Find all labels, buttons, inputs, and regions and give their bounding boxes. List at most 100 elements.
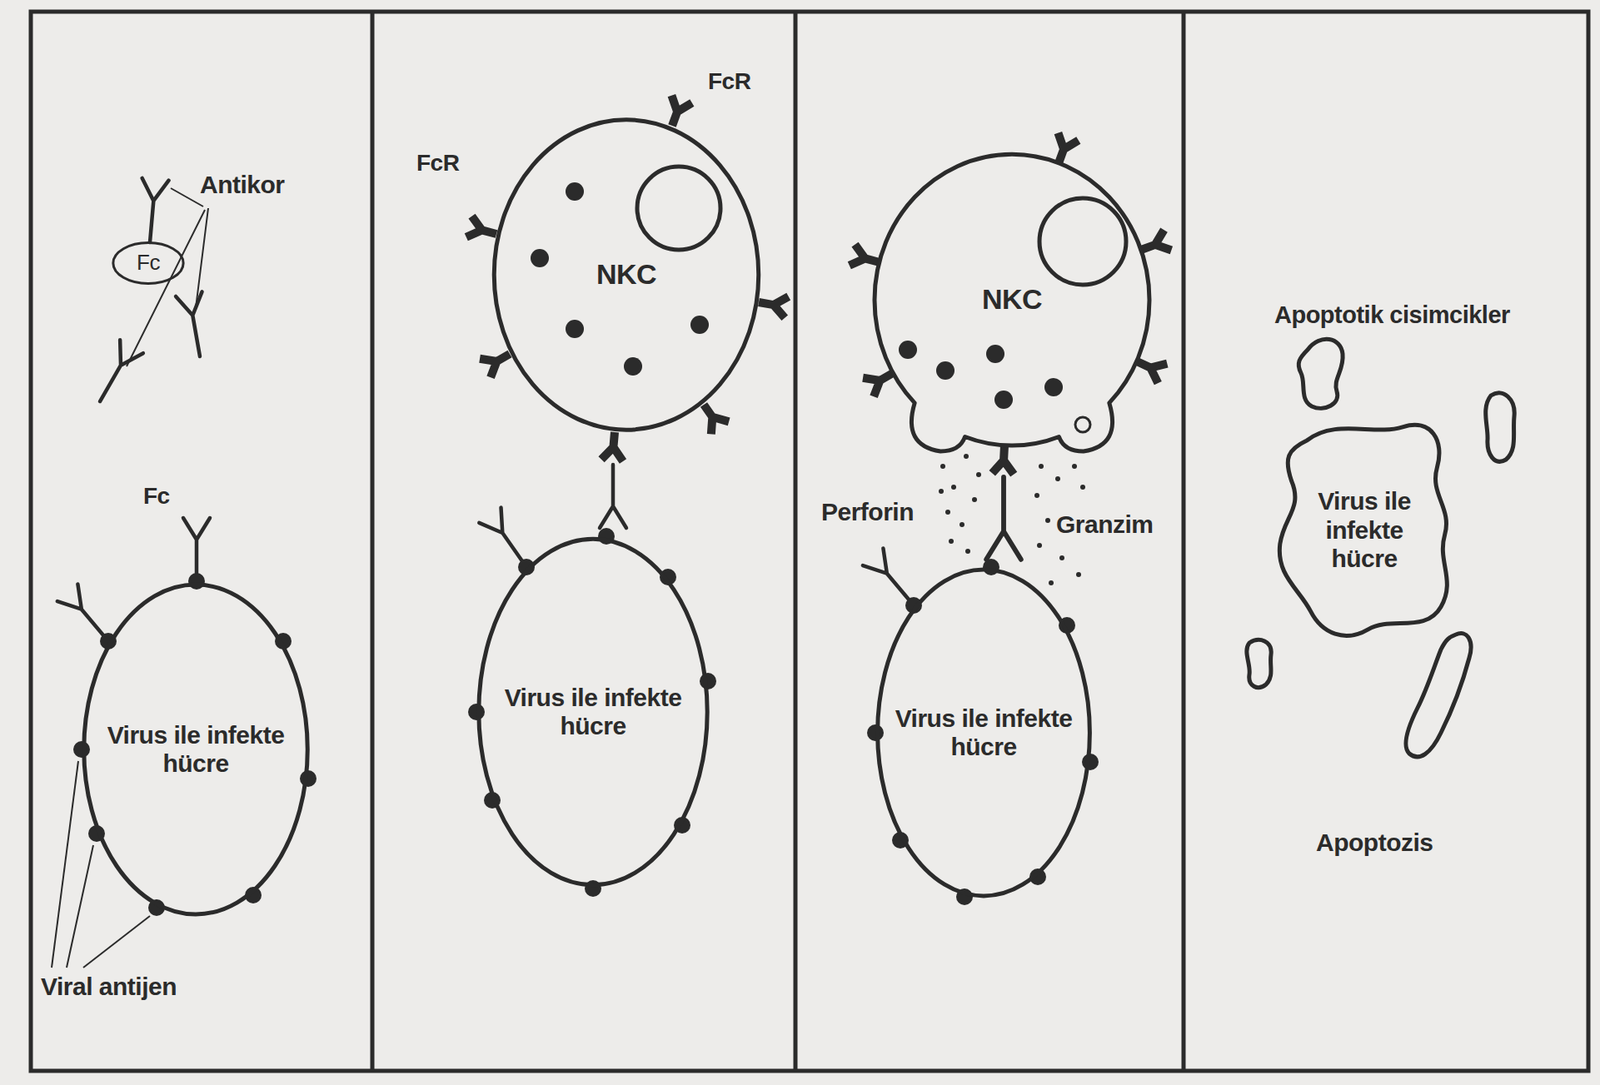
granule	[565, 319, 584, 339]
leader-line	[83, 916, 150, 968]
granule	[565, 182, 584, 201]
spray-dot	[1034, 493, 1040, 499]
viral-antigen	[73, 741, 90, 758]
spray-dot	[1048, 580, 1054, 586]
spray-dot	[948, 538, 954, 544]
spray-dot	[1076, 572, 1082, 578]
apoptotic-bodies-label: Apoptotik cisimcikler	[1274, 301, 1511, 329]
granule	[690, 315, 709, 334]
nk-cell: NKC	[874, 154, 1150, 446]
apoptotic-body	[1246, 639, 1272, 688]
spray-dot	[1036, 543, 1042, 549]
node-text: Virus ile infekte hücre	[91, 721, 300, 779]
spray-dot	[940, 463, 946, 469]
panel-divider	[370, 11, 375, 1072]
outline-path	[493, 119, 759, 430]
fc-receptor	[601, 431, 626, 462]
granule	[530, 249, 549, 268]
granules	[898, 340, 1091, 433]
outline-path	[478, 538, 708, 886]
granule	[1075, 417, 1091, 433]
spray-dot	[1045, 518, 1051, 524]
granzyme-label: Granzim	[1056, 510, 1154, 540]
infected-cell: Virus ile infekte hücre	[875, 566, 1092, 900]
spray-dot	[971, 497, 977, 503]
node-text: Virus ile infekte hücre	[885, 704, 1082, 763]
viral-antigen	[867, 724, 884, 742]
granule	[898, 340, 918, 359]
spray-dot	[1055, 476, 1061, 482]
outline-path	[113, 243, 184, 285]
spray-dot	[945, 509, 951, 515]
leader-line	[170, 188, 204, 207]
antibody-label: Antikor	[199, 170, 285, 200]
viral-antigen	[188, 573, 205, 590]
granule	[936, 361, 955, 380]
antibody	[136, 178, 170, 244]
outline-path	[874, 154, 1150, 452]
node-text: Virus ile infekte hücre	[1305, 487, 1423, 574]
granule	[623, 357, 643, 376]
apoptotic-cell: Virus ile infekte hücre	[1268, 418, 1461, 643]
panel-divider	[793, 11, 798, 1072]
viral-antigen	[468, 703, 485, 721]
antigen-label: Viral antijen	[40, 972, 177, 1002]
leader-line	[66, 845, 94, 968]
granules	[530, 182, 709, 376]
leader-line	[126, 209, 205, 367]
leader-line	[51, 761, 79, 968]
panel-divider	[1181, 11, 1187, 1072]
spray-dot	[959, 522, 965, 528]
fc-region: Fc	[112, 242, 185, 285]
node-text: NKC	[981, 283, 1042, 316]
spray-dot	[976, 472, 982, 478]
fc-label: Fc	[143, 483, 170, 510]
granule	[994, 390, 1013, 409]
outline-path	[84, 584, 309, 915]
spray-dot	[938, 488, 944, 494]
antibody	[57, 583, 119, 650]
apoptotic-body	[1485, 393, 1515, 462]
node-text: NKC	[596, 258, 657, 291]
apoptotic-body	[1298, 338, 1343, 409]
nk-cell: NKC	[491, 116, 762, 434]
spray-dot	[963, 453, 969, 459]
spray-dot	[1059, 555, 1065, 561]
antibody	[599, 464, 627, 529]
granule	[1044, 378, 1063, 397]
node-text: Virus ile infekte hücre	[488, 683, 698, 742]
fc-receptor	[991, 444, 1016, 474]
apoptotic-body	[1405, 633, 1471, 758]
viral-antigens	[73, 573, 317, 917]
viral-antigens	[867, 558, 1099, 906]
nucleus	[637, 166, 721, 250]
viral-antigens	[468, 528, 717, 898]
outline-path	[1279, 424, 1447, 636]
node-text: Fc	[136, 250, 160, 276]
panel-frame	[30, 11, 1589, 1072]
spray-dot	[1038, 463, 1044, 469]
granule	[986, 344, 1005, 364]
antibody	[478, 508, 538, 576]
infected-cell: Virus ile infekte hücre	[81, 581, 310, 918]
receptor-label: FcR	[416, 149, 459, 177]
nucleus	[1039, 198, 1127, 285]
spray-dot	[965, 548, 971, 554]
spray-dot	[1080, 484, 1086, 490]
fc-receptor	[757, 291, 789, 319]
fc-receptor	[466, 216, 500, 245]
receptor-label: FcR	[707, 68, 751, 95]
antibody	[986, 477, 1022, 560]
antibody	[175, 291, 214, 359]
spray-dot	[951, 484, 957, 490]
apoptosis-label: Apoptozis	[1315, 828, 1433, 858]
apoptotic-bodies	[1246, 338, 1515, 758]
antibody	[862, 548, 924, 614]
perforin-label: Perforin	[821, 498, 914, 528]
spray-dot	[1071, 463, 1077, 469]
outline-path	[877, 569, 1091, 897]
antibody	[183, 518, 210, 582]
fc-receptor	[662, 95, 693, 130]
infected-cell: Virus ile infekte hücre	[476, 535, 710, 889]
